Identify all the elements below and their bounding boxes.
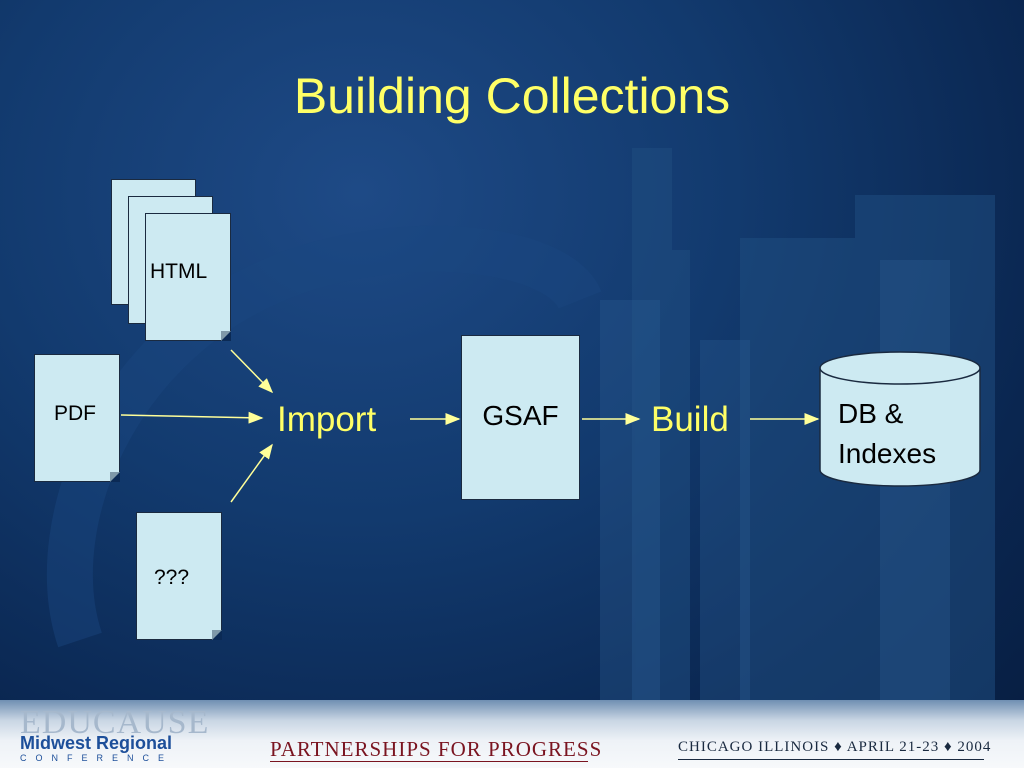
fold-corner: [212, 630, 222, 640]
gsaf-box: [461, 335, 580, 500]
unknown-doc: [136, 512, 222, 640]
midwest-regional-text: Midwest Regional: [20, 733, 173, 753]
pdf-doc: [34, 354, 120, 482]
arrow-html-to-import: [230, 349, 274, 394]
db-label-line2: Indexes: [838, 438, 937, 469]
db-label-line1: DB &: [838, 398, 904, 429]
location-date: CHICAGO ILLINOIS ♦ APRIL 21-23 ♦ 2004: [678, 739, 992, 755]
arrow-pdf-to-import: [120, 411, 264, 424]
html-doc-front: [145, 213, 231, 341]
location-underline: [678, 759, 984, 760]
arrow-unknown-to-import: [230, 443, 273, 503]
pdf-doc-label: PDF: [54, 402, 96, 425]
footer-band: [0, 700, 1024, 768]
fold-corner: [110, 472, 120, 482]
conference-text: CONFERENCE: [20, 753, 174, 763]
build-label: Build: [651, 400, 729, 439]
unknown-doc-label: ???: [154, 566, 190, 589]
tagline-underline: [270, 761, 588, 762]
db-indexes-label: DB & Indexes: [838, 394, 936, 474]
html-doc-label: HTML: [150, 260, 208, 283]
educause-logo-word: EDUCAUSE: [20, 704, 210, 741]
import-label: Import: [277, 400, 377, 439]
tagline: PARTNERSHIPS FOR PROGRESS: [270, 737, 603, 761]
slide-title: Building Collections: [293, 68, 731, 124]
gsaf-label: GSAF: [482, 400, 559, 431]
fold-corner: [221, 331, 231, 341]
